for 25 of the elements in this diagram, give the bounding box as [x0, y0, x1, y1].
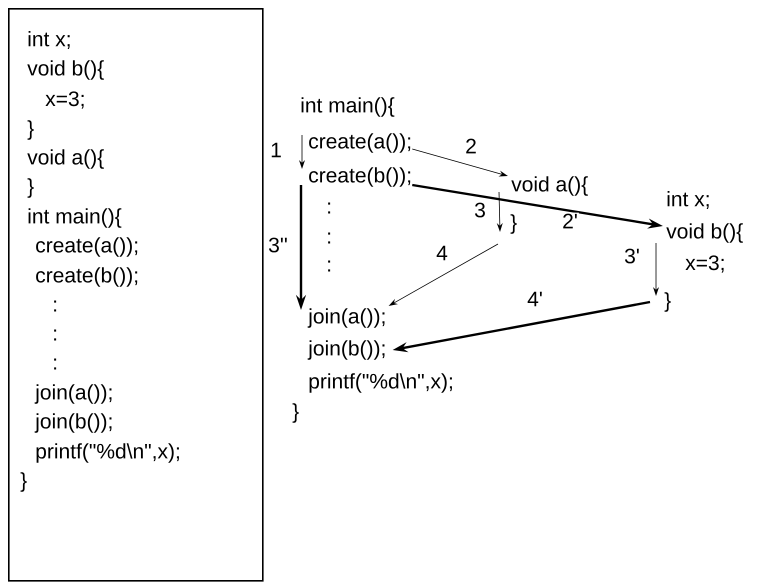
code-line: create(b()); — [309, 167, 410, 187]
code-line: x=3; — [685, 255, 724, 273]
edge-label: 1 — [269, 142, 283, 158]
edge-label: 4' — [526, 290, 544, 308]
code-listing-panel: int x; void b(){ x=3; } void a(){ } int main(){ create(a()); create(b()); : : : join(a()); join(b()); printf("%d\n",x); } — [8, 8, 264, 582]
code-line: printf("%d\n",x); — [310, 373, 452, 393]
code-line: create(a()); — [309, 133, 410, 153]
edge-label: 2 — [464, 138, 478, 154]
code-line: int main(){ — [302, 97, 394, 117]
code-line: int x; — [668, 191, 709, 209]
code-line: } — [510, 214, 517, 234]
code-line: void a(){ — [511, 176, 588, 196]
code-line: } — [292, 403, 299, 423]
edge-label: 3'' — [267, 236, 289, 254]
code-line: join(a()); — [308, 308, 384, 328]
code-line: } — [664, 292, 671, 312]
edge-label: 3' — [623, 248, 641, 264]
code-line: join(b()); — [308, 340, 384, 360]
edge-label: 3 — [473, 202, 487, 218]
code-line: : — [328, 232, 330, 244]
code-line: : — [328, 260, 330, 272]
code-line: : — [328, 202, 330, 214]
code-line: void b(){ — [666, 223, 743, 243]
edge-label: 2' — [561, 212, 579, 230]
edge-label: 4 — [435, 244, 449, 262]
